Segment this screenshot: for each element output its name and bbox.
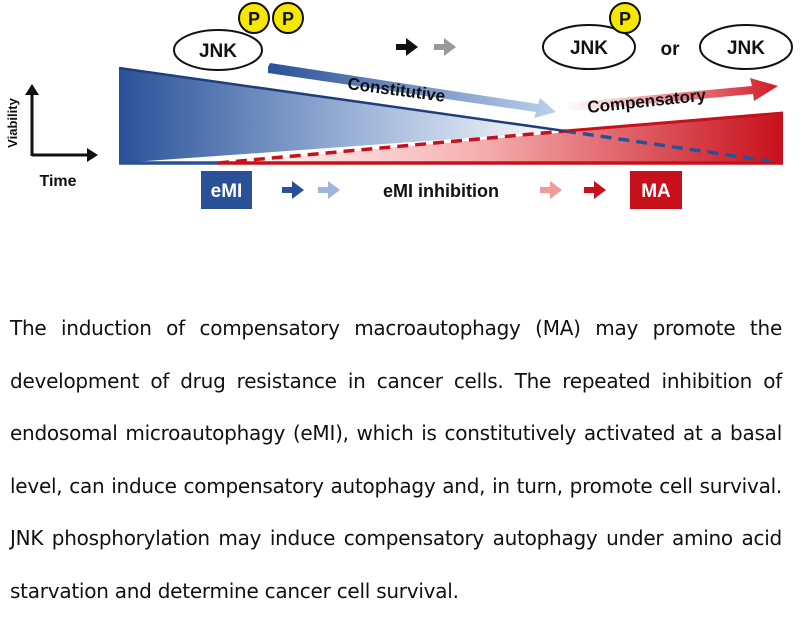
phospho-label: P (619, 9, 631, 29)
light-blue-arrow (318, 181, 340, 199)
axis-x-label: Time (39, 173, 76, 190)
ma-rise-dashed-line (217, 129, 566, 165)
jnk-label: JNK (199, 41, 237, 62)
jnk-node (542, 24, 636, 70)
emi-decline-line (118, 66, 566, 133)
phospho-circle (272, 2, 304, 34)
figure-caption: The induction of compensatory macroautop… (10, 316, 782, 603)
jnk-label: JNK (570, 38, 608, 59)
ma-rise-line (564, 111, 784, 133)
dark-blue-arrow (282, 181, 304, 199)
jnk-node (699, 24, 793, 70)
grey-arrow (434, 38, 456, 56)
inhibition-label: eMI inhibition (383, 181, 499, 201)
emi-box-label: eMI (211, 181, 243, 202)
light-red-arrow (540, 181, 562, 199)
ma-box (630, 171, 682, 209)
compensatory-arrow (566, 78, 778, 111)
compensatory-label: Compensatory (586, 86, 707, 117)
dark-red-arrow (584, 181, 606, 199)
phospho-circle (609, 2, 641, 34)
jnk-node (173, 29, 263, 71)
emi-viability-wedge (119, 68, 565, 163)
black-arrow (396, 38, 418, 56)
axis-y-label: Viability (5, 97, 20, 147)
or-label: or (661, 39, 681, 60)
phospho-circle (238, 2, 270, 34)
emi-box (201, 171, 252, 209)
ma-box-label: MA (641, 181, 671, 202)
axes-icon (25, 84, 98, 162)
phospho-label: P (282, 9, 294, 29)
jnk-label: JNK (727, 38, 765, 59)
constitutive-arrow (268, 63, 556, 118)
emi-decline-dashed-line (564, 129, 784, 165)
autophagy-diagram: Constitutive Compensatory JNK P P JNK P … (5, 2, 793, 209)
phospho-label: P (248, 9, 260, 29)
